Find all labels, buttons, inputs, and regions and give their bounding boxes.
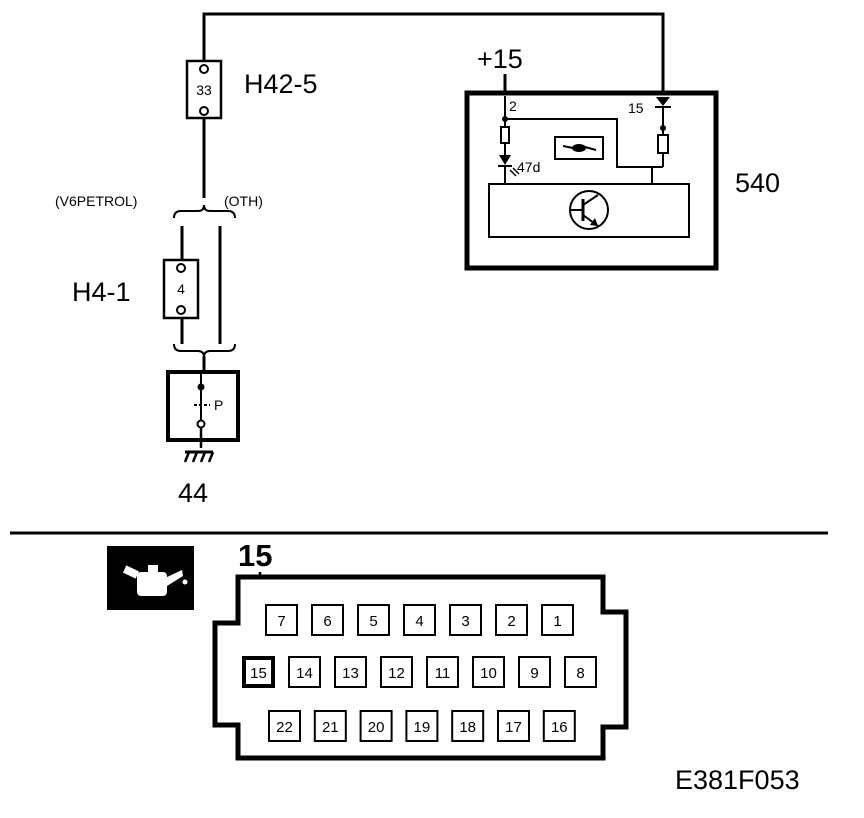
pin-cell (359, 710, 393, 742)
pin-cell (497, 710, 530, 742)
pin-number: 18 (459, 719, 476, 736)
pin-cell (451, 710, 485, 742)
pin-number: 19 (414, 719, 431, 736)
pin-number: 8 (576, 665, 584, 682)
pin-number: 6 (323, 613, 331, 630)
variant-right-label: (OTH) (224, 193, 263, 209)
pin-number: 22 (276, 719, 293, 736)
diagram-id: E381F053 (675, 765, 800, 795)
pin-cell (268, 710, 301, 742)
pin-cell (311, 604, 344, 636)
pin-number: 1 (553, 613, 561, 630)
pin-cell (472, 656, 505, 688)
pin-cell (288, 656, 321, 688)
variant-brace-lower (173, 343, 236, 358)
variant-left-label: (V6PETROL) (55, 193, 137, 209)
highlight-pin-label: 15 (238, 538, 272, 573)
h4-label: H4-1 (72, 277, 131, 307)
pin-cell (449, 604, 482, 636)
connector-h4: 4 (162, 258, 200, 320)
pin-number: 7 (277, 613, 285, 630)
variant-brace-upper (173, 204, 236, 219)
pin-cell (542, 710, 576, 742)
pin-number: 20 (368, 719, 385, 736)
sensor-symbol: P (214, 397, 223, 413)
pin-cell (265, 604, 298, 636)
main-wiring (202, 12, 665, 198)
pin-cell (380, 656, 413, 688)
pin-cell (495, 604, 528, 636)
pin-number: 2 (507, 613, 515, 630)
pin-number: 15 (250, 665, 267, 682)
pin-number: 16 (551, 719, 568, 736)
wire-h42-to-module (202, 12, 665, 98)
pin-cell (334, 656, 367, 688)
pin-number: 3 (461, 613, 469, 630)
pin-cell (541, 604, 574, 636)
h42-pin-number: 33 (196, 82, 212, 98)
pin-number: 17 (505, 719, 522, 736)
pin-number: 14 (296, 665, 313, 682)
oil-warning-icon (107, 546, 194, 610)
pin-number: 11 (435, 665, 451, 682)
oil-can-icon (554, 136, 604, 160)
transistor-icon (569, 190, 609, 230)
h42-label: H42-5 (244, 69, 318, 99)
pin-number: 9 (530, 665, 538, 682)
pin-cell (357, 604, 390, 636)
oil-pressure-switch: P (166, 370, 240, 463)
instrument-module: 2 47d 15 (464, 90, 719, 271)
pin-number: 13 (342, 665, 359, 682)
connector-h42: 33 (185, 59, 223, 120)
led-icon (498, 155, 520, 177)
sensor-number: 44 (178, 478, 208, 508)
pin-cell (518, 656, 551, 688)
module-pin-signal: 15 (628, 100, 644, 116)
pin-number: 10 (480, 665, 497, 682)
supply-label: +15 (477, 44, 523, 74)
pin-cell (403, 604, 436, 636)
pin-number: 21 (322, 719, 339, 736)
pin-number: 5 (369, 613, 377, 630)
module-pin-supply: 2 (509, 98, 517, 114)
pin-cell (405, 710, 439, 742)
pin-cell (313, 710, 347, 742)
ground-icon (183, 450, 215, 463)
module-number: 540 (735, 168, 780, 198)
pin-cell (426, 656, 459, 688)
led-label: 47d (517, 159, 540, 175)
pin-cell-highlight-inner (246, 660, 271, 684)
h4-pin-number: 4 (177, 281, 185, 297)
pin-number: 12 (388, 665, 405, 682)
pin-number: 4 (415, 613, 423, 630)
pin-cell (564, 656, 597, 688)
